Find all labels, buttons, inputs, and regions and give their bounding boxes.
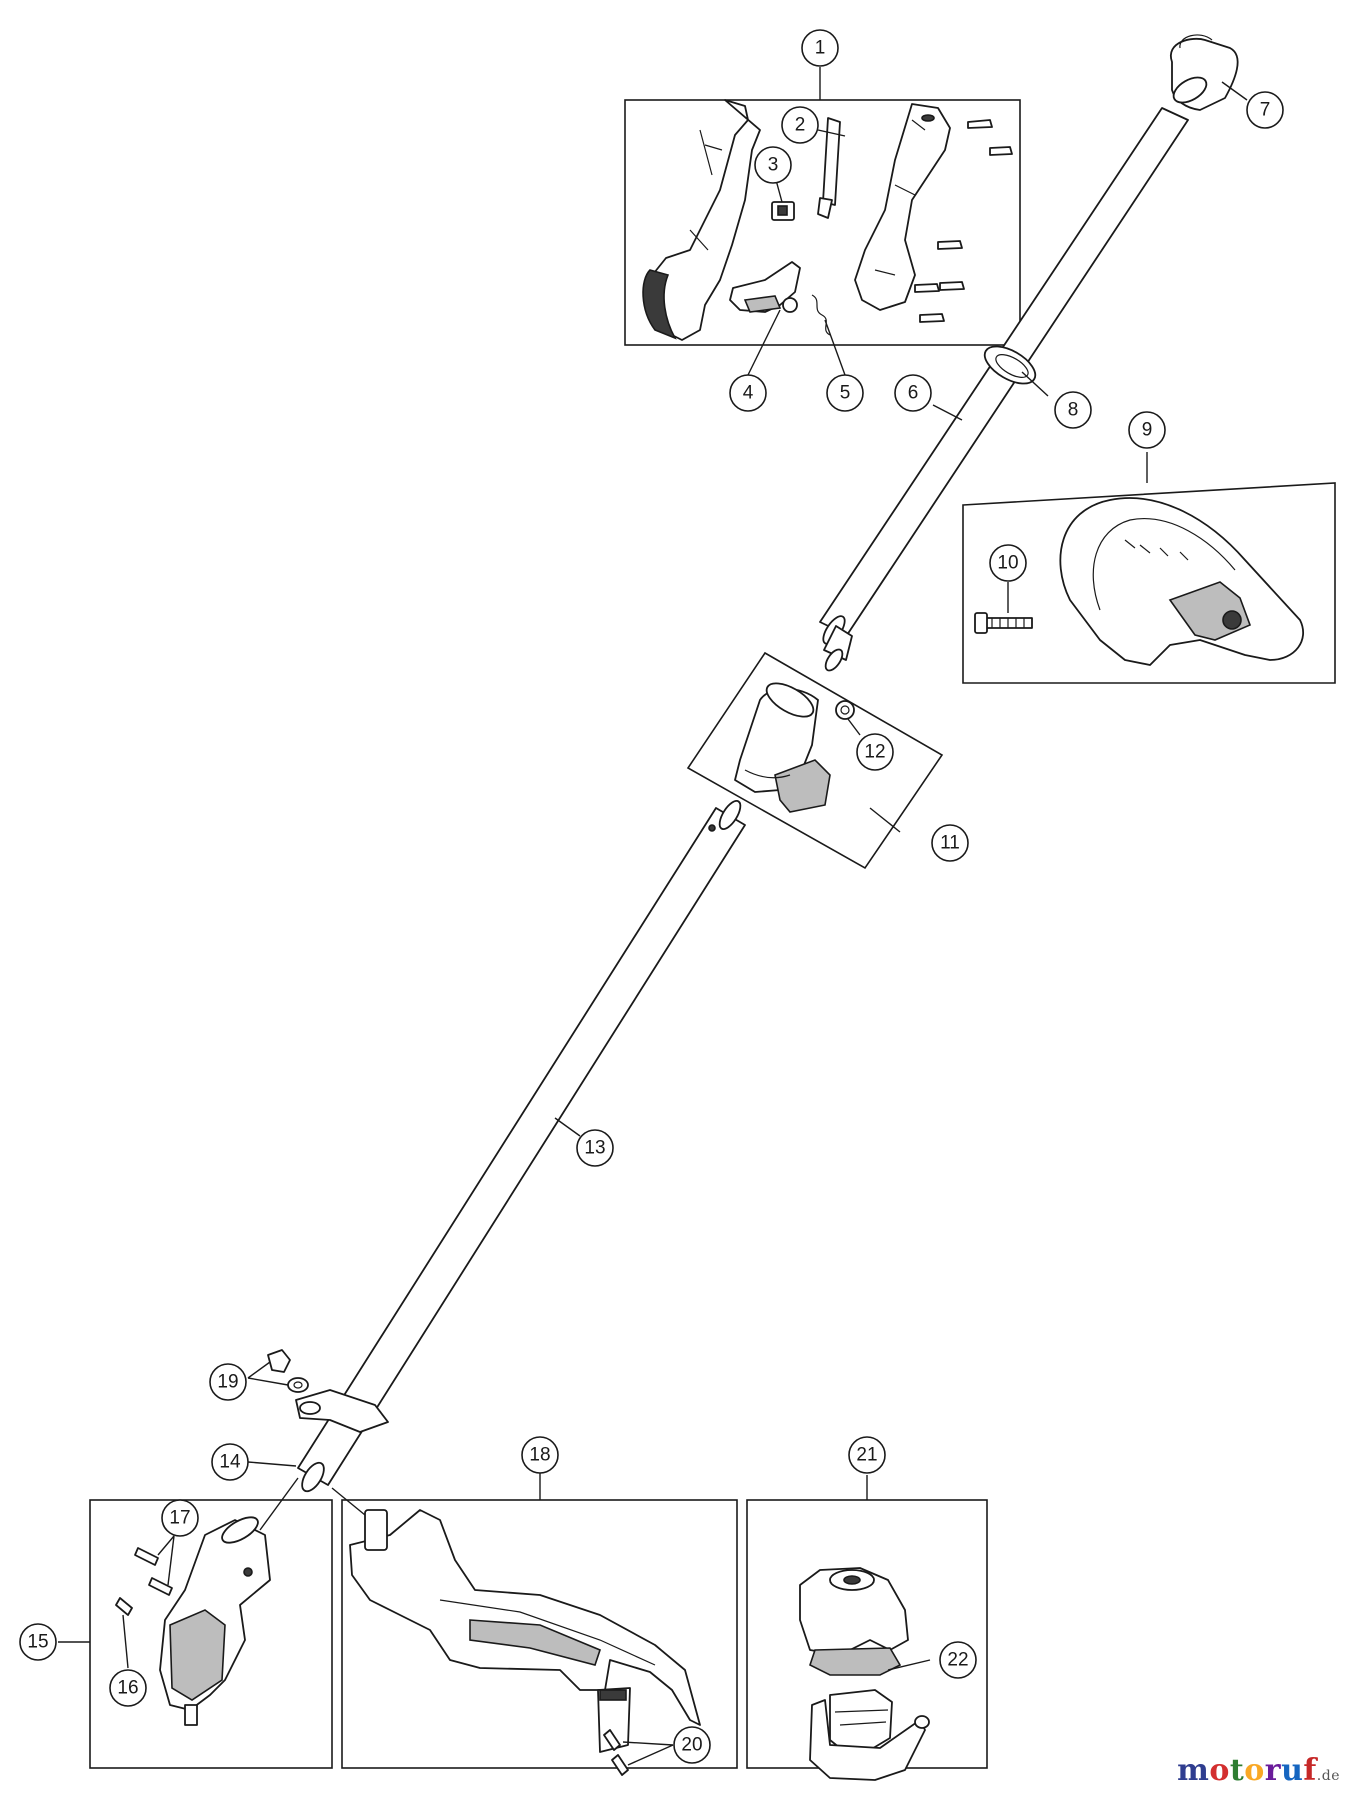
svg-text:22: 22 bbox=[947, 1650, 968, 1671]
throttle-lockout-spring bbox=[817, 117, 841, 219]
callout-11: 11 bbox=[931, 824, 969, 862]
callout-16: 16 bbox=[109, 1669, 147, 1707]
svg-text:21: 21 bbox=[856, 1445, 877, 1466]
callout-18: 18 bbox=[521, 1436, 559, 1474]
guard-screws bbox=[603, 1729, 629, 1776]
callout-2: 2 bbox=[781, 106, 819, 144]
shaft-end-cap bbox=[1169, 34, 1239, 111]
rear-handle-bolt bbox=[974, 612, 1033, 634]
lower-shaft bbox=[297, 800, 746, 1493]
svg-text:17: 17 bbox=[169, 1508, 190, 1529]
svg-text:16: 16 bbox=[117, 1678, 138, 1699]
svg-text:3: 3 bbox=[768, 155, 779, 176]
svg-text:7: 7 bbox=[1260, 100, 1271, 121]
callout-14: 14 bbox=[211, 1443, 249, 1481]
trigger-spring bbox=[811, 294, 831, 336]
svg-text:19: 19 bbox=[217, 1372, 238, 1393]
callout-6: 6 bbox=[894, 374, 932, 412]
svg-text:14: 14 bbox=[219, 1452, 241, 1473]
handle-housing-right bbox=[854, 103, 951, 311]
svg-text:10: 10 bbox=[997, 553, 1018, 574]
group-frame-rear-handle bbox=[962, 482, 1336, 684]
group-frame-handle-assembly bbox=[624, 99, 1021, 346]
watermark-letter: m bbox=[1177, 1753, 1210, 1788]
watermark-letter: o bbox=[1209, 1753, 1230, 1788]
callout-17: 17 bbox=[161, 1499, 199, 1537]
shaft-coupler bbox=[734, 682, 831, 813]
callout-7: 7 bbox=[1246, 91, 1284, 129]
trimmer-head-cap bbox=[799, 1567, 909, 1676]
svg-text:6: 6 bbox=[908, 383, 919, 404]
watermark-letter: o bbox=[1244, 1753, 1265, 1788]
gearhead-screws bbox=[115, 1547, 173, 1616]
svg-text:13: 13 bbox=[584, 1138, 605, 1159]
group-frame-coupler bbox=[686, 651, 944, 870]
hanger-ring bbox=[983, 345, 1037, 385]
callout-22: 22 bbox=[939, 1641, 977, 1679]
svg-text:20: 20 bbox=[681, 1735, 702, 1756]
callout-10: 10 bbox=[989, 544, 1027, 582]
watermark-logo: motoruf.de bbox=[1177, 1753, 1340, 1788]
svg-text:1: 1 bbox=[815, 38, 826, 59]
callout-8: 8 bbox=[1054, 391, 1092, 429]
callout-12: 12 bbox=[856, 733, 894, 771]
rear-handle bbox=[1059, 497, 1305, 666]
handle-housing-left bbox=[642, 99, 761, 341]
gearhead bbox=[159, 1516, 271, 1726]
callout-15: 15 bbox=[19, 1623, 57, 1661]
watermark-suffix: .de bbox=[1316, 1768, 1340, 1784]
trimmer-head-base bbox=[809, 1699, 930, 1781]
svg-text:15: 15 bbox=[27, 1632, 48, 1653]
watermark-letter: r bbox=[1264, 1753, 1282, 1788]
svg-text:8: 8 bbox=[1068, 400, 1079, 421]
callout-19: 19 bbox=[209, 1363, 247, 1401]
debris-guard bbox=[349, 1509, 701, 1726]
coupler-nut bbox=[835, 700, 855, 720]
svg-text:11: 11 bbox=[940, 833, 960, 854]
svg-text:12: 12 bbox=[864, 742, 885, 763]
callout-4: 4 bbox=[729, 374, 767, 412]
shaft-clamp bbox=[295, 1389, 389, 1433]
group-frame-gearhead bbox=[89, 1499, 333, 1769]
callout-20: 20 bbox=[673, 1726, 711, 1764]
watermark-letter: u bbox=[1281, 1753, 1304, 1788]
svg-text:2: 2 bbox=[795, 115, 806, 136]
svg-text:18: 18 bbox=[529, 1445, 550, 1466]
leader-lines bbox=[58, 67, 1248, 1766]
svg-text:5: 5 bbox=[840, 383, 851, 404]
handle-screws bbox=[914, 119, 1013, 323]
throttle-trigger bbox=[729, 261, 801, 313]
callout-3: 3 bbox=[754, 146, 792, 184]
callout-5: 5 bbox=[826, 374, 864, 412]
callout-13: 13 bbox=[576, 1129, 614, 1167]
watermark-letter: f bbox=[1303, 1753, 1317, 1788]
callout-9: 9 bbox=[1128, 411, 1166, 449]
wing-nut-and-washer bbox=[267, 1349, 309, 1393]
svg-text:9: 9 bbox=[1142, 420, 1153, 441]
callout-21: 21 bbox=[848, 1436, 886, 1474]
watermark-letter: t bbox=[1229, 1753, 1245, 1788]
trimmer-spool bbox=[829, 1689, 893, 1753]
ignition-switch bbox=[771, 201, 795, 221]
svg-text:4: 4 bbox=[743, 383, 754, 404]
callout-1: 1 bbox=[801, 29, 839, 67]
